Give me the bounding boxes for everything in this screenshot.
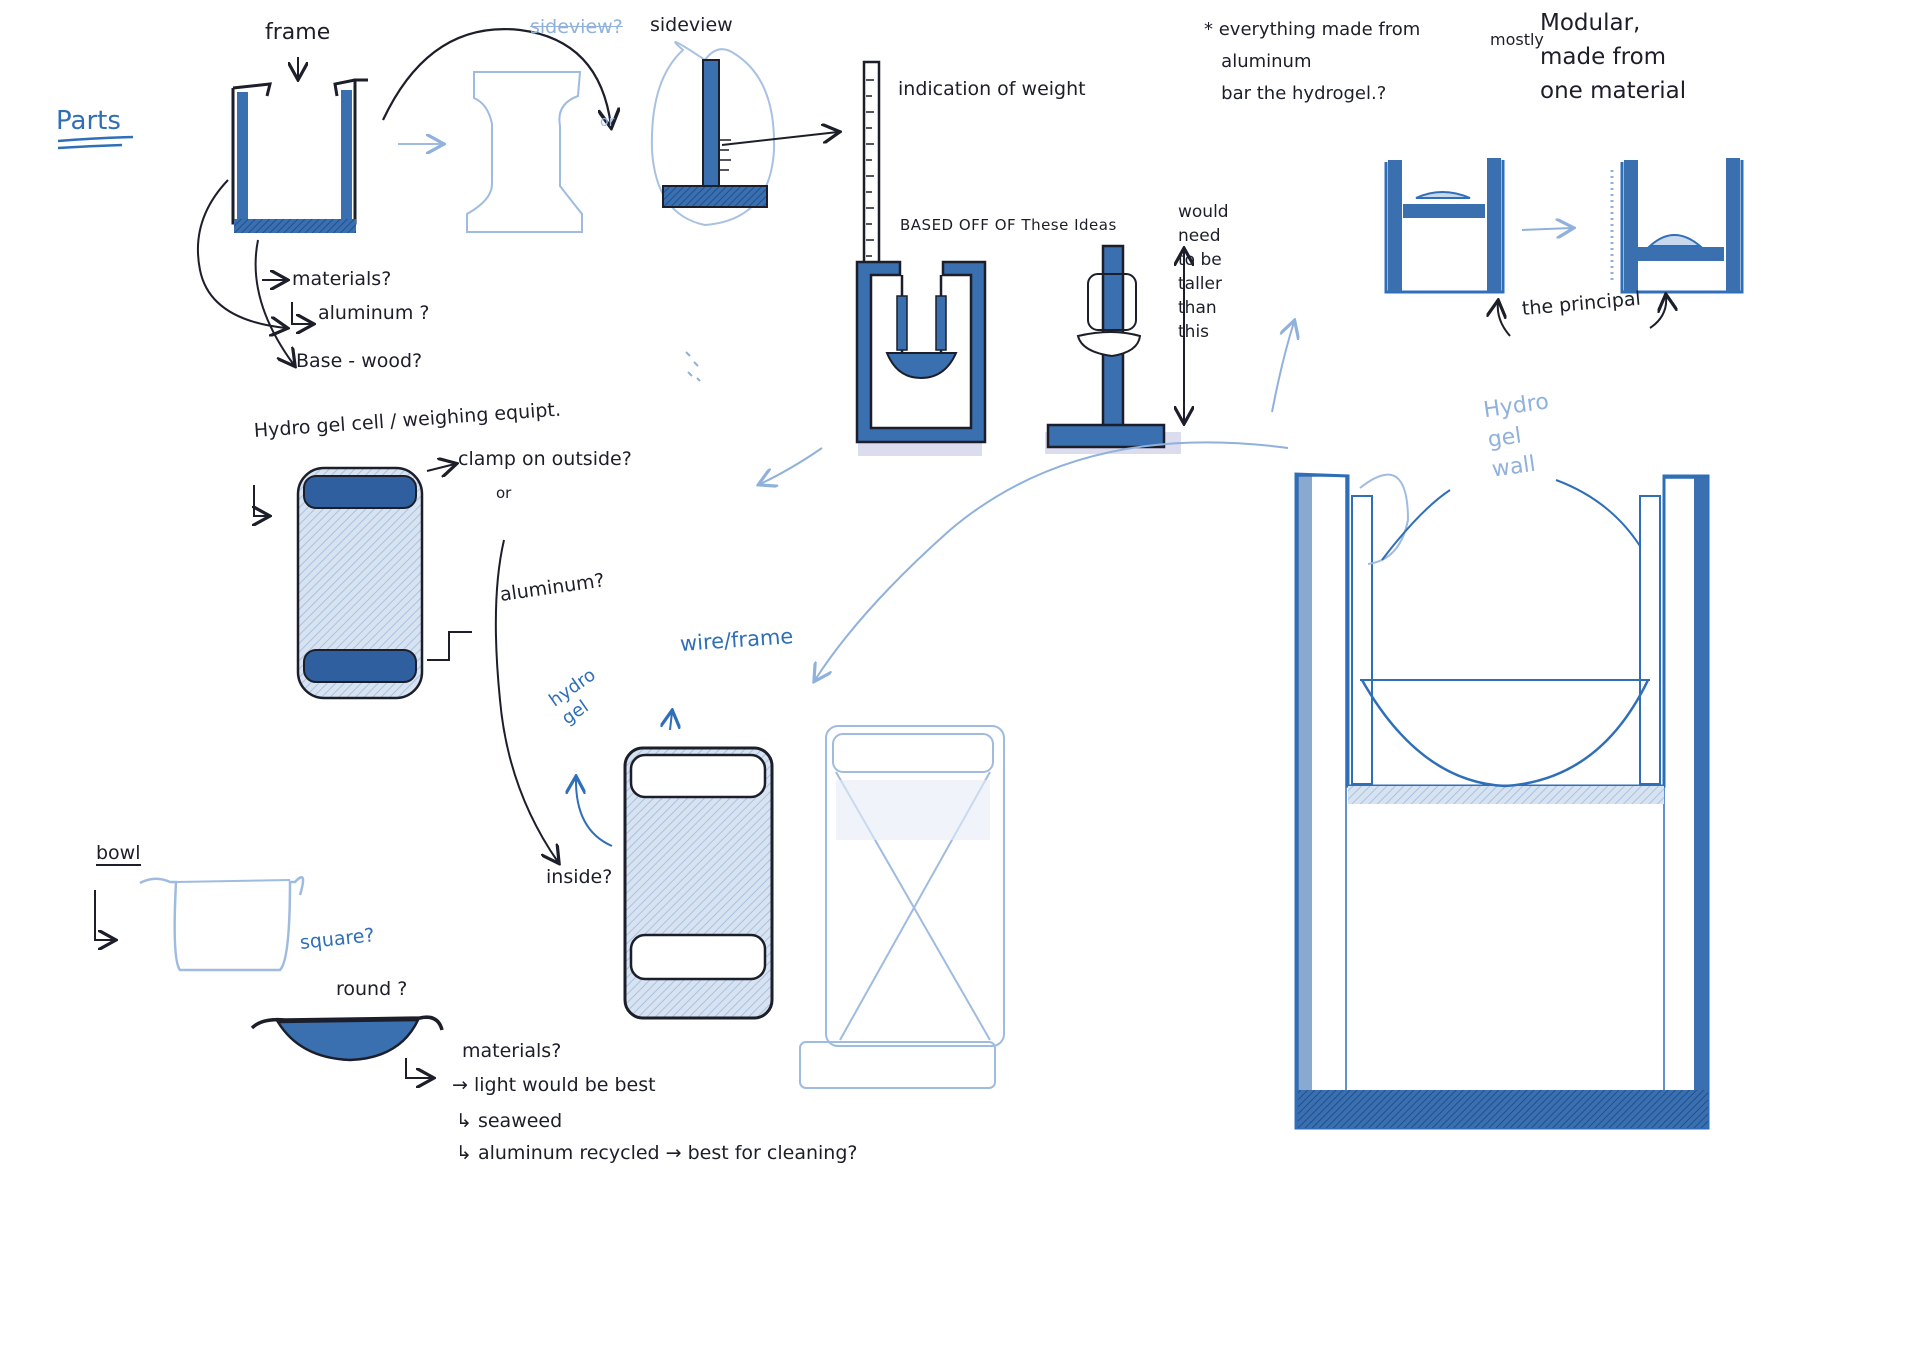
light-label: → light would be best xyxy=(452,1074,656,1096)
everything-aluminum-label: * everything made from aluminum bar the … xyxy=(1204,19,1421,104)
mostly-label: mostly xyxy=(1490,30,1544,49)
principle-frame-right xyxy=(1610,158,1744,294)
big-frame-drawing xyxy=(1294,472,1710,1130)
cleaning-text: best for cleaning? xyxy=(687,1142,858,1164)
modular-label: Modular, made from one material xyxy=(1540,10,1687,104)
weight-scale xyxy=(862,60,881,276)
based-off-label: BASED OFF OF These Ideas xyxy=(900,216,1117,234)
light-arc-arrow xyxy=(815,441,1289,680)
base-wood-label: Base - wood? xyxy=(296,350,423,372)
arc-arrow xyxy=(382,28,611,126)
recycled-text: aluminum recycled xyxy=(477,1142,660,1164)
inside-label: inside? xyxy=(546,866,613,888)
sideview-crossed-label: sideview? xyxy=(530,16,623,38)
bowl-label: bowl xyxy=(96,842,141,866)
parts-underline xyxy=(57,135,134,150)
sideview-label: sideview xyxy=(650,14,733,36)
bowl-round-drawing xyxy=(250,1015,444,1078)
frame-connector-2 xyxy=(254,239,294,365)
seaweed-label: ↳ seaweed xyxy=(456,1110,563,1132)
sideview-drawing xyxy=(650,41,838,227)
seaweed-text: seaweed xyxy=(477,1110,563,1132)
recycled-label: ↳ aluminum recycled → best for cleaning? xyxy=(456,1142,858,1164)
clamp-label: clamp on outside? xyxy=(458,448,632,470)
light-dots xyxy=(685,351,701,382)
svg-text:or: or xyxy=(600,114,615,130)
light-text: light would be best xyxy=(473,1074,656,1096)
or-label: or xyxy=(496,484,512,502)
hydro-gel-wall-label: Hydro gel wall xyxy=(1482,389,1551,483)
idea-swing-frame xyxy=(855,260,987,456)
light-arrow-up xyxy=(1271,322,1294,413)
hydro-gel-cell-drawing xyxy=(254,464,472,700)
frame-label: frame xyxy=(265,20,331,45)
materials-bowl-label: materials? xyxy=(462,1040,562,1062)
idea-stand-scale xyxy=(1045,244,1184,454)
principle-arrow xyxy=(1521,228,1572,230)
aluminum-bracket xyxy=(494,539,558,862)
light-cell-sketch xyxy=(799,725,1005,1089)
i-beam-sketch xyxy=(398,71,583,233)
aluminum-label: aluminum ? xyxy=(318,302,430,324)
bowl-square-drawing xyxy=(94,876,305,972)
parts-heading: Parts xyxy=(56,106,121,136)
would-need-label: would need to be taller than this xyxy=(1178,202,1229,342)
light-arrow-down-left xyxy=(760,447,823,484)
round-label: round ? xyxy=(336,978,408,1000)
frame-connector xyxy=(196,179,286,328)
wire-frame-cell xyxy=(576,712,774,1020)
frame-drawing xyxy=(231,57,368,233)
principle-frame-left xyxy=(1384,158,1505,294)
indication-label: indication of weight xyxy=(898,78,1086,100)
materials-label: materials? xyxy=(292,268,392,290)
